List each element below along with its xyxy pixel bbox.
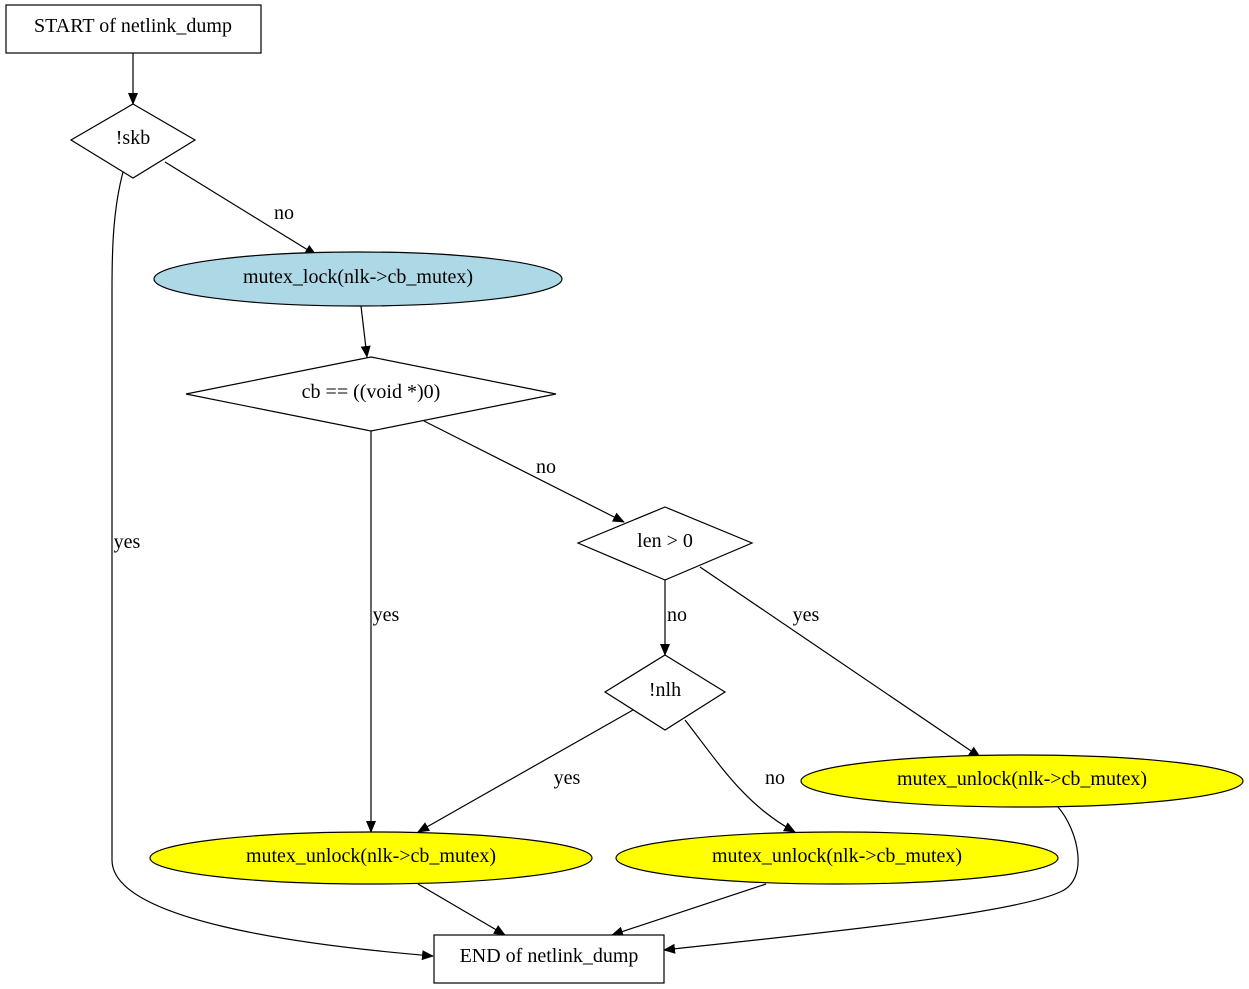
edge-label-cb-no: no — [536, 456, 556, 478]
node-start: START of netlink_dump — [5, 4, 262, 54]
node-mutex-unlock-mid-label: mutex_unlock(nlk->cb_mutex) — [712, 845, 962, 867]
edge-label-nlh-no: no — [765, 767, 785, 789]
edge-label-nlh-yes: yes — [554, 767, 581, 789]
edge-skb-yes-to-end — [111, 171, 434, 961]
node-decision-cb: cb == ((void *)0) — [185, 356, 557, 432]
edge-len-yes-to-unlock-right — [699, 566, 981, 758]
node-decision-len: len > 0 — [576, 506, 754, 581]
edge-label-skb-yes: yes — [114, 531, 141, 553]
edge-nlh-no-to-unlock-mid — [684, 719, 796, 833]
node-mutex-lock: mutex_lock(nlk->cb_mutex) — [153, 251, 563, 307]
node-mutex-unlock-mid-shape — [615, 831, 1059, 885]
node-decision-skb-label: !skb — [116, 127, 150, 149]
node-mutex-unlock-right-shape — [800, 754, 1244, 808]
node-decision-skb: !skb — [69, 103, 197, 179]
edge-label-len-no: no — [667, 604, 687, 626]
edges — [111, 53, 1079, 961]
node-mutex-lock-shape — [153, 251, 563, 307]
edge-unlock-right-to-end — [663, 806, 1079, 954]
edge-nlh-yes-to-unlock-left — [417, 709, 634, 833]
edge-label-len-yes: yes — [793, 604, 820, 626]
node-start-label: START of netlink_dump — [34, 15, 232, 37]
node-mutex-unlock-mid: mutex_unlock(nlk->cb_mutex) — [615, 831, 1059, 885]
node-decision-nlh: !nlh — [603, 654, 727, 731]
edge-label-cb-yes: yes — [373, 604, 400, 626]
edge-labels: no yes no yes no yes yes no — [114, 202, 820, 789]
edge-label-skb-no: no — [274, 202, 294, 224]
node-mutex-unlock-left-label: mutex_unlock(nlk->cb_mutex) — [246, 845, 496, 867]
node-mutex-lock-label: mutex_lock(nlk->cb_mutex) — [243, 266, 473, 288]
node-mutex-unlock-left-shape — [149, 831, 593, 885]
node-mutex-unlock-right: mutex_unlock(nlk->cb_mutex) — [800, 754, 1244, 808]
node-decision-len-label: len > 0 — [637, 530, 693, 552]
node-decision-cb-label: cb == ((void *)0) — [302, 381, 441, 403]
node-decision-nlh-label: !nlh — [649, 679, 681, 701]
node-end: END of netlink_dump — [433, 934, 665, 984]
node-end-label: END of netlink_dump — [460, 945, 639, 967]
node-mutex-unlock-left: mutex_unlock(nlk->cb_mutex) — [149, 831, 593, 885]
edge-skb-no-to-lock — [164, 161, 317, 256]
edge-unlock-mid-to-end — [611, 883, 767, 937]
node-mutex-unlock-right-label: mutex_unlock(nlk->cb_mutex) — [897, 768, 1147, 790]
edge-cb-no-to-len — [423, 420, 625, 523]
edge-lock-to-cb — [360, 305, 371, 358]
edge-unlock-left-to-end — [417, 883, 506, 936]
